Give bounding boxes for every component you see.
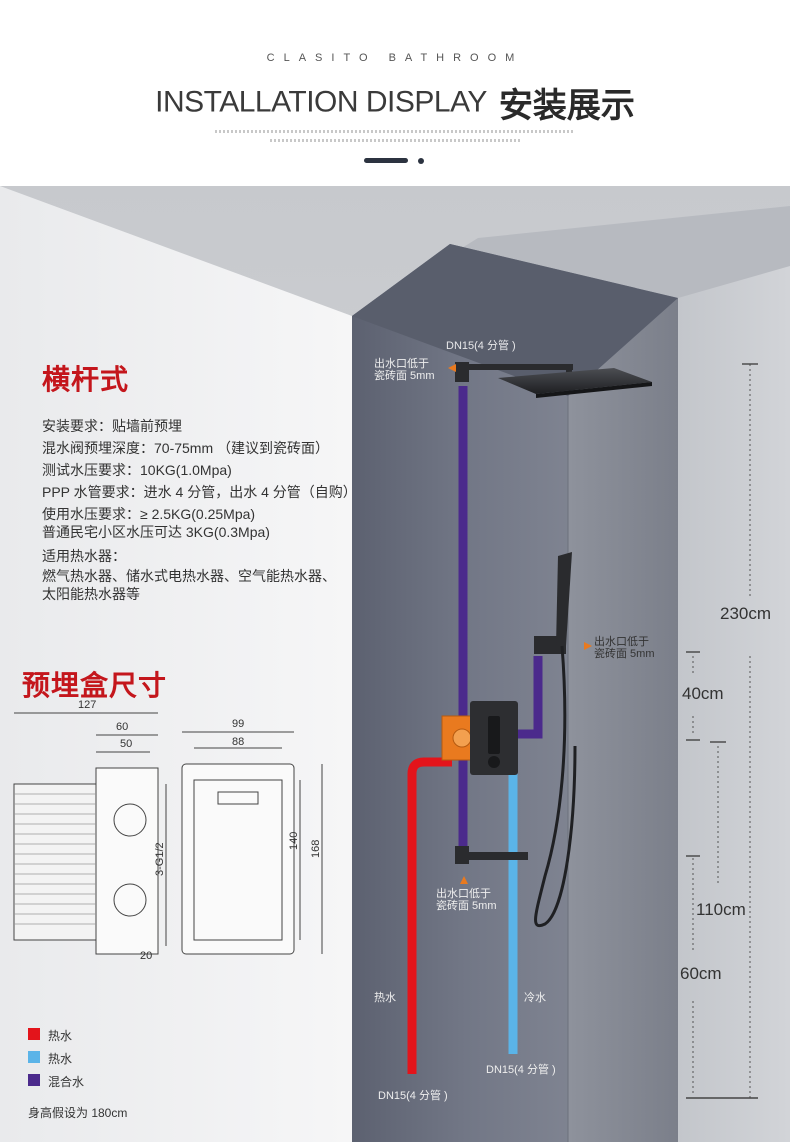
bath-spout — [466, 852, 528, 860]
requirement-pipe: PPP 水管要求：进水 4 分管，出水 4 分管（自购） — [42, 484, 357, 500]
box-side-body — [95, 767, 159, 955]
label-outlet-bottom-line-1: 出水口低于 — [436, 888, 491, 900]
mount-type-title: 横杆式 — [42, 364, 130, 395]
dim-20-label: 20 — [140, 950, 153, 962]
dim-88-label: 88 — [232, 736, 245, 748]
box-port-lower — [113, 883, 147, 917]
pointer-outlet-bottom — [460, 876, 468, 884]
handheld-shower — [556, 552, 572, 646]
label-dn15-right: DN15(4 分管 ) — [486, 1064, 556, 1076]
title-chinese: 安装展示 — [498, 87, 635, 125]
requirement-use-pressure: 使用水压要求：≥ 2.5KG(0.25Mpa) — [42, 506, 256, 522]
box-port-upper — [113, 803, 147, 837]
box-front-body — [181, 763, 295, 955]
dim-60-label: 60 — [116, 721, 129, 733]
label-outlet-mid-line-2: 瓷砖面 5mm — [594, 648, 655, 660]
rain-shower-head — [498, 368, 652, 394]
spout-flange — [455, 846, 469, 864]
label-hot-water: 热水 — [374, 992, 396, 1004]
label-outlet-bottom-line-2: 瓷砖面 5mm — [436, 900, 497, 912]
label-outlet-top: 出水口低于 瓷砖面 5mm — [374, 358, 448, 382]
decorative-subtext-line — [215, 130, 575, 133]
decorative-dot — [418, 158, 424, 164]
installation-scene: 横杆式 安装要求：贴墙前预埋 混水阀预埋深度：70-75mm （建议到瓷砖面） … — [0, 186, 790, 1142]
legend-label-mixed: 混合水 — [48, 1075, 85, 1089]
heaters-line-2: 太阳能热水器等 — [42, 586, 140, 602]
requirement-residential-pressure: 普通民宅小区水压可达 3KG(0.3Mpa) — [42, 524, 270, 540]
dim-168-label: 168 — [310, 839, 322, 858]
heaters-title: 适用热水器： — [42, 548, 126, 564]
dim-50-label: 50 — [120, 738, 133, 750]
requirement-depth: 混水阀预埋深度：70-75mm （建议到瓷砖面） — [42, 440, 330, 456]
footnote-height: 身高假设为 180cm — [28, 1106, 128, 1120]
niche-ceiling — [352, 244, 678, 396]
shower-arm-drop — [566, 364, 572, 374]
box-side-corrugation — [13, 783, 97, 941]
mixed-water-pipe-handheld — [500, 656, 543, 739]
shower-arm — [465, 364, 573, 370]
pointer-outlet-mid — [584, 642, 592, 650]
header: CLASITO BATHROOM INSTALLATION DISPLAY 安装展… — [0, 0, 790, 186]
page-title: INSTALLATION DISPLAY 安装展示 — [0, 78, 790, 127]
height-40: 40cm — [682, 684, 724, 703]
valve-box-port — [452, 728, 472, 748]
legend-swatch-cold — [28, 1051, 40, 1063]
label-outlet-mid-line-1: 出水口低于 — [594, 636, 649, 648]
niche-side-wall — [568, 298, 678, 1142]
brand-name: CLASITO BATHROOM — [266, 52, 524, 64]
legend-swatch-hot — [28, 1028, 40, 1040]
label-outlet-mid: 出水口低于 瓷砖面 5mm — [594, 636, 655, 660]
dim-99-label: 99 — [232, 718, 245, 730]
mixer-handle — [488, 716, 500, 754]
label-outlet-top-line-2: 瓷砖面 5mm — [374, 370, 435, 382]
height-230: 230cm — [720, 604, 772, 623]
pointer-outlet-top — [448, 364, 456, 372]
height-110: 110cm — [696, 900, 746, 919]
label-dn15-bottom: DN15(4 分管 ) — [378, 1090, 448, 1102]
box-front-view — [181, 731, 323, 955]
shower-hose — [534, 645, 577, 928]
legend-label-cold: 热水 — [48, 1052, 73, 1066]
decorative-dash — [364, 158, 408, 163]
height-60: 60cm — [680, 964, 722, 983]
label-cold-water: 冷水 — [524, 992, 546, 1004]
box-front-slot — [217, 791, 259, 805]
legend-swatch-mixed — [28, 1074, 40, 1086]
label-outlet-bottom: 出水口低于 瓷砖面 5mm — [436, 888, 497, 912]
box-corrugation-lines — [14, 793, 96, 925]
decorative-subtext-line — [270, 139, 520, 142]
label-outlet-top-line-1: 出水口低于 — [374, 358, 429, 370]
scene-illustration — [0, 186, 790, 1142]
requirement-test-pressure: 测试水压要求：10KG(1.0Mpa) — [42, 462, 232, 478]
heaters-line-1: 燃气热水器、储水式电热水器、空气能热水器、 — [42, 568, 336, 584]
legend-label-hot: 热水 — [48, 1029, 73, 1043]
dim-127-label: 127 — [78, 699, 97, 711]
box-title: 预埋盒尺寸 — [22, 670, 168, 701]
hot-water-pipe — [407, 757, 452, 1074]
label-dn15-top: DN15(4 分管 ) — [446, 340, 516, 352]
box-front-inner — [193, 779, 283, 941]
diverter-knob — [488, 756, 500, 768]
requirement-install: 安装要求：贴墙前预埋 — [42, 418, 182, 434]
rain-shower-head-edge — [536, 382, 652, 398]
dim-thread-label: 3-G1/2 — [154, 842, 166, 876]
title-english: INSTALLATION DISPLAY — [155, 85, 487, 119]
right-wall — [678, 266, 790, 1142]
dim-140-label: 140 — [288, 831, 300, 850]
